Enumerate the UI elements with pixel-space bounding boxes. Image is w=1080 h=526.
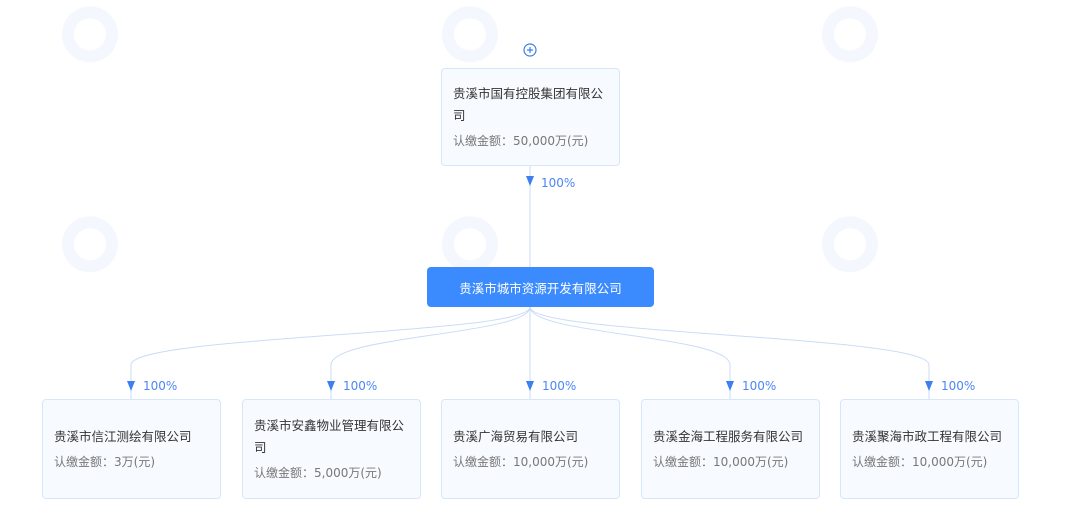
arrow-down-icon: [526, 176, 534, 186]
share-percent: 100%: [742, 379, 777, 393]
child-company-node[interactable]: 贵溪广海贸易有限公司认缴金额：10,000万(元): [441, 399, 620, 499]
arrow-down-icon: [726, 381, 734, 391]
parent-company-node[interactable]: 贵溪市国有控股集团有限公司 认缴金额：50,000万(元): [441, 68, 620, 166]
company-name: 贵溪广海贸易有限公司: [453, 429, 579, 444]
arrow-down-icon: [327, 381, 335, 391]
company-name: 贵溪聚海市政工程有限公司: [852, 429, 1003, 444]
company-name: 贵溪市国有控股集团有限公司: [453, 86, 604, 123]
subscribed-amount: 认缴金额：3万(元): [54, 455, 155, 469]
center-company-node[interactable]: 贵溪市城市资源开发有限公司: [427, 267, 654, 307]
subscribed-amount: 认缴金额：10,000万(元): [653, 455, 789, 469]
arrow-down-icon: [925, 381, 933, 391]
connector-line: [529, 306, 930, 399]
share-percent: 100%: [542, 379, 577, 393]
child-company-node[interactable]: 贵溪金海工程服务有限公司认缴金额：10,000万(元): [641, 399, 820, 499]
share-percent: 100%: [541, 176, 576, 190]
child-company-node[interactable]: 贵溪聚海市政工程有限公司认缴金额：10,000万(元): [840, 399, 1019, 499]
subscribed-amount: 认缴金额：5,000万(元): [254, 466, 382, 480]
connector-line: [330, 306, 531, 399]
expand-plus-icon[interactable]: [523, 43, 537, 57]
company-name: 贵溪金海工程服务有限公司: [653, 429, 804, 444]
arrow-down-icon: [127, 381, 135, 391]
share-percent: 100%: [143, 379, 178, 393]
child-company-node[interactable]: 贵溪市信江测绘有限公司认缴金额：3万(元): [42, 399, 221, 499]
arrow-down-icon: [526, 381, 534, 391]
share-percent: 100%: [941, 379, 976, 393]
subscribed-amount: 认缴金额：10,000万(元): [852, 455, 988, 469]
subscribed-amount: 认缴金额：50,000万(元): [453, 134, 589, 148]
share-percent: 100%: [343, 379, 378, 393]
connector-line: [130, 306, 531, 399]
subscribed-amount: 认缴金额：10,000万(元): [453, 455, 589, 469]
company-name: 贵溪市安鑫物业管理有限公司: [254, 418, 405, 455]
company-name: 贵溪市信江测绘有限公司: [54, 429, 192, 444]
child-company-node[interactable]: 贵溪市安鑫物业管理有限公司认缴金额：5,000万(元): [242, 399, 421, 499]
connector-line: [529, 306, 731, 399]
